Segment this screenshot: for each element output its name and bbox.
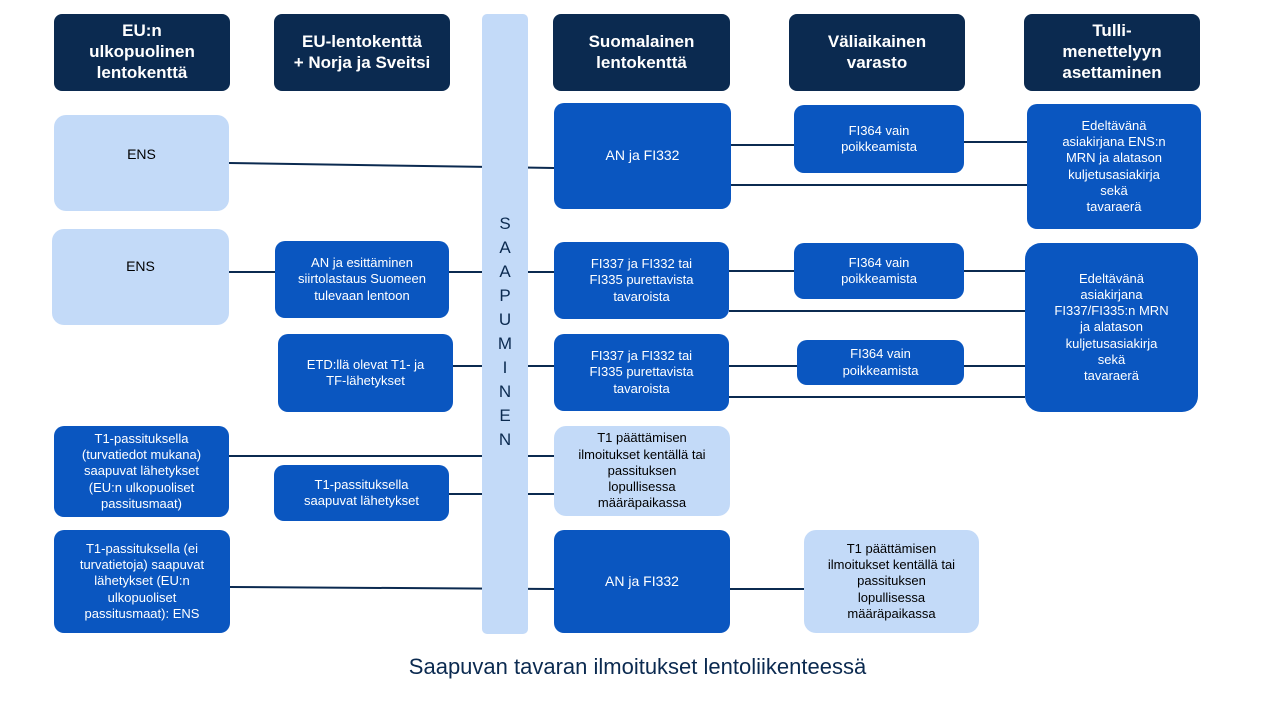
edeltava-asiakirja-box-2: Edeltävänä asiakirjana FI337/FI335:n MRN… — [1025, 243, 1198, 412]
header-eu-ulkopuolinen: EU:n ulkopuolinen lentokenttä — [54, 14, 230, 91]
an-fi332-box-2: AN ja FI332 — [554, 530, 730, 633]
header-valiaikainen-varasto: Väliaikainen varasto — [789, 14, 965, 91]
fi337-box-1: FI337 ja FI332 tai FI335 purettavista ta… — [554, 242, 729, 319]
t1-ei-turvatietoja-box: T1-passituksella (ei turvatietoja) saapu… — [54, 530, 230, 633]
an-siirtolastaus-box: AN ja esittäminen siirtolastaus Suomeen … — [275, 241, 449, 318]
saapuminen-letter: N — [498, 382, 512, 401]
t1-turvatiedot-box: T1-passituksella (turvatiedot mukana) sa… — [54, 426, 229, 517]
header-eu-lentokentta: EU-lentokenttä + Norja ja Sveitsi — [274, 14, 450, 91]
saapuminen-letter: P — [499, 286, 511, 305]
saapuminen-letter: E — [499, 406, 511, 425]
etd-box: ETD:llä olevat T1- ja TF-lähetykset — [278, 334, 453, 412]
fi364-box-1: FI364 vain poikkeamista — [794, 105, 964, 173]
edeltava-asiakirja-box-1: Edeltävänä asiakirjana ENS:n MRN ja alat… — [1027, 104, 1201, 229]
saapuminen-letter: N — [498, 430, 512, 449]
saapuminen-letter: M — [497, 334, 513, 353]
diagram-caption: Saapuvan tavaran ilmoitukset lentoliiken… — [408, 654, 867, 679]
fi364-box-2: FI364 vain poikkeamista — [794, 243, 964, 299]
header-tullimenettely: Tulli- menettelyyn asettaminen — [1024, 14, 1200, 91]
saapuminen-letter: I — [502, 358, 508, 377]
t1-paattaminen-box-1: T1 päättämisen ilmoitukset kentällä tai … — [554, 426, 730, 516]
ens-box-2: ENS — [52, 229, 229, 325]
saapuminen-letter: A — [499, 238, 511, 257]
t1-paattaminen-box-2: T1 päättämisen ilmoitukset kentällä tai … — [804, 530, 979, 633]
saapuminen-letter: S — [499, 214, 511, 233]
an-fi332-box-1: AN ja FI332 — [554, 103, 731, 209]
fi364-box-3: FI364 vain poikkeamista — [797, 340, 964, 385]
t1-eu-box: T1-passituksella saapuvat lähetykset — [274, 465, 449, 521]
saapuminen-letter: U — [498, 310, 512, 329]
saapuminen-letter: A — [499, 262, 511, 281]
saapuminen-bar — [482, 14, 528, 634]
saapuminen-label: S A A P U M I N E N — [482, 212, 528, 452]
ens-box-1: ENS — [54, 115, 229, 211]
fi337-box-2: FI337 ja FI332 tai FI335 purettavista ta… — [554, 334, 729, 411]
header-suomalainen-lentokentta: Suomalainen lentokenttä — [553, 14, 730, 91]
